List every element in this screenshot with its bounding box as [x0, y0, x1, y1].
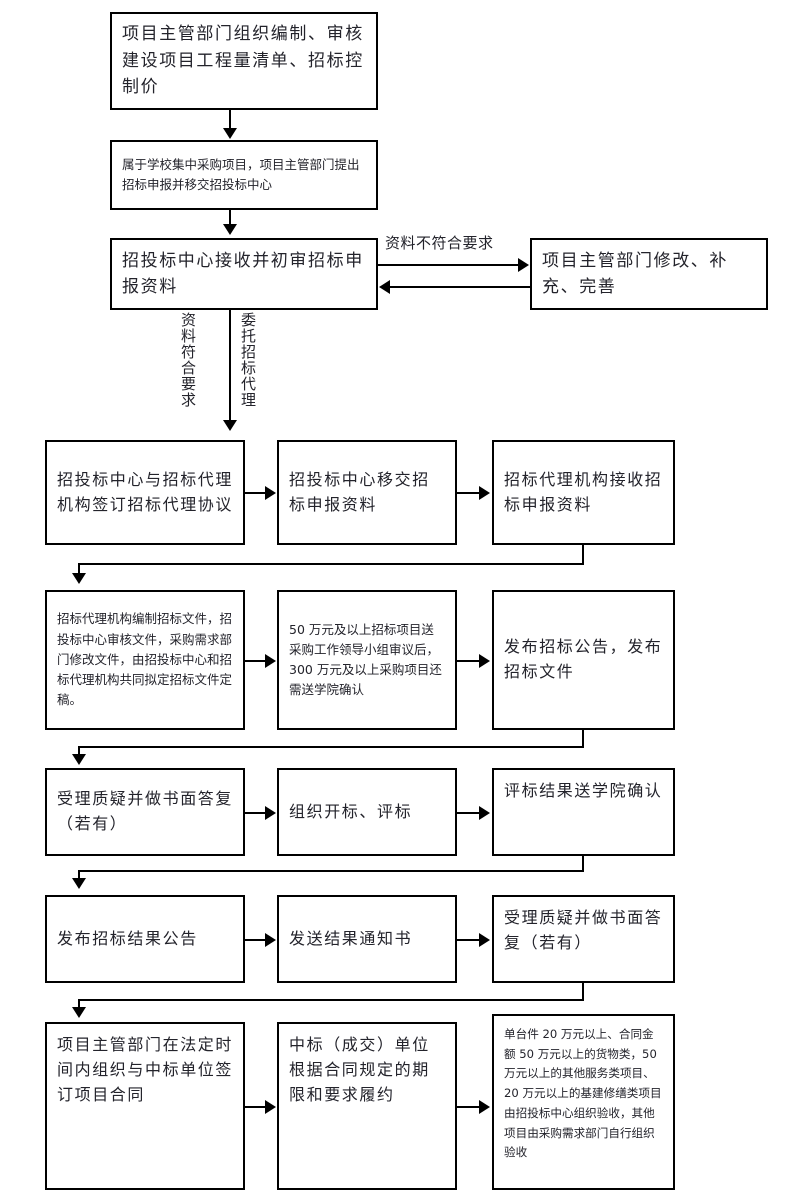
node-n8: 招标代理机构编制招标文件，招投标中心审核文件，采购需求部门修改文件，由招投标中心… [45, 590, 245, 730]
connector-n14-n15-arrow [265, 933, 276, 947]
node-n16: 受理质疑并做书面答复（若有） [492, 895, 675, 983]
node-n15: 发送结果通知书 [277, 895, 457, 983]
connector-n6-n7-line [457, 492, 481, 494]
node-n6-label: 招投标中心移交招标申报资料 [289, 469, 430, 514]
connector-n16-n17-v1 [582, 983, 584, 1001]
connector-n2-n3-arrow [223, 224, 237, 235]
connector-n1-n2-line [229, 110, 231, 134]
connector-n11-n12-arrow [265, 806, 276, 820]
connector-n13-n14-v2 [78, 870, 80, 884]
node-n17-label: 项目主管部门在法定时间内组织与中标单位签订项目合同 [57, 1035, 234, 1104]
connector-n17-n18-line [245, 1106, 267, 1108]
node-n18-label: 中标（成交）单位根据合同规定的期限和要求履约 [289, 1035, 430, 1104]
node-n10-label: 发布招标公告，发布招标文件 [504, 637, 663, 681]
node-n12: 组织开标、评标 [277, 768, 457, 856]
connector-n12-n13-line [457, 812, 481, 814]
node-n9-label: 50 万元及以上招标项目送采购工作领导小组审议后，300 万元及以上采购项目还需… [289, 621, 442, 698]
connector-n3-n5-line [229, 310, 231, 428]
connector-n13-n14-arrow [72, 878, 86, 889]
node-n18: 中标（成交）单位根据合同规定的期限和要求履约 [277, 1022, 457, 1190]
connector-n3-n4-arrow [518, 258, 529, 272]
connector-n9-n10-line [457, 660, 481, 662]
node-n16-label: 受理质疑并做书面答复（若有） [504, 908, 663, 952]
connector-n13-n14-v1 [582, 856, 584, 872]
connector-n10-n11-arrow [72, 754, 86, 765]
connector-n7-n8-arrow [72, 573, 86, 584]
connector-n5-n6-arrow [265, 486, 276, 500]
node-n12-label: 组织开标、评标 [289, 801, 413, 821]
node-n4-label: 项目主管部门修改、补充、完善 [542, 250, 728, 297]
node-n3-label: 招投标中心接收并初审招标申报资料 [122, 250, 364, 297]
node-n11: 受理质疑并做书面答复（若有） [45, 768, 245, 856]
connector-n9-n10-arrow [479, 654, 490, 668]
node-n4: 项目主管部门修改、补充、完善 [530, 238, 768, 310]
connector-n3-n5-arrow [223, 420, 237, 431]
connector-n7-n8-v1 [582, 545, 584, 565]
connector-n12-n13-arrow [479, 806, 490, 820]
connector-n14-n15-line [245, 939, 267, 941]
node-n7: 招标代理机构接收招标申报资料 [492, 440, 675, 545]
edge-label-delegate: 委托招标代理 [239, 312, 257, 408]
connector-n16-n17-h [78, 999, 584, 1001]
connector-n13-n14-h [78, 870, 584, 872]
node-n7-label: 招标代理机构接收招标申报资料 [504, 469, 663, 514]
edge-label-reject: 资料不符合要求 [385, 234, 494, 252]
node-n19: 单台件 20 万元以上、合同金额 50 万元以上的货物类，50 万元以上的其他服… [492, 1014, 675, 1190]
connector-n7-n8-v2 [78, 563, 80, 579]
node-n11-label: 受理质疑并做书面答复（若有） [57, 789, 234, 833]
connector-n16-n17-v2 [78, 999, 80, 1013]
edge-label-accept: 资料符合要求 [179, 312, 197, 408]
node-n2-label: 属于学校集中采购项目，项目主管部门提出招标申报并移交招投标中心 [122, 156, 360, 192]
connector-n4-n3-line [390, 286, 530, 288]
connector-n7-n8-h [78, 563, 584, 565]
connector-n8-n9-line [245, 660, 267, 662]
connector-n1-n2-arrow [223, 128, 237, 139]
node-n14: 发布招标结果公告 [45, 895, 245, 983]
node-n19-label: 单台件 20 万元以上、合同金额 50 万元以上的货物类，50 万元以上的其他服… [504, 1027, 662, 1160]
connector-n15-n16-arrow [479, 933, 490, 947]
node-n5-label: 招投标中心与招标代理机构签订招标代理协议 [57, 469, 234, 514]
connector-n17-n18-arrow [265, 1100, 276, 1114]
node-n1-label: 项目主管部门组织编制、审核建设项目工程量清单、招标控制价 [122, 24, 364, 98]
connector-n15-n16-line [457, 939, 481, 941]
node-n9: 50 万元及以上招标项目送采购工作领导小组审议后，300 万元及以上采购项目还需… [277, 590, 457, 730]
connector-n3-n4-line [378, 264, 520, 266]
connector-n10-n11-v2 [78, 746, 80, 760]
connector-n18-n19-arrow [479, 1100, 490, 1114]
connector-n8-n9-arrow [265, 654, 276, 668]
connector-n10-n11-v1 [582, 730, 584, 748]
node-n14-label: 发布招标结果公告 [57, 928, 198, 948]
node-n10: 发布招标公告，发布招标文件 [492, 590, 675, 730]
node-n1: 项目主管部门组织编制、审核建设项目工程量清单、招标控制价 [110, 12, 378, 110]
node-n15-label: 发送结果通知书 [289, 928, 413, 948]
connector-n10-n11-h [78, 746, 584, 748]
node-n3: 招投标中心接收并初审招标申报资料 [110, 238, 378, 310]
connector-n2-n3-line [229, 210, 231, 232]
node-n6: 招投标中心移交招标申报资料 [277, 440, 457, 545]
node-n2: 属于学校集中采购项目，项目主管部门提出招标申报并移交招投标中心 [110, 140, 378, 210]
node-n13: 评标结果送学院确认 [492, 768, 675, 856]
connector-n5-n6-line [245, 492, 267, 494]
node-n8-label: 招标代理机构编制招标文件，招投标中心审核文件，采购需求部门修改文件，由招投标中心… [57, 611, 233, 708]
connector-n18-n19-line [457, 1106, 481, 1108]
node-n13-label: 评标结果送学院确认 [504, 781, 663, 800]
node-n5: 招投标中心与招标代理机构签订招标代理协议 [45, 440, 245, 545]
connector-n4-n3-arrow [379, 280, 390, 294]
connector-n16-n17-arrow [72, 1007, 86, 1018]
connector-n11-n12-line [245, 812, 267, 814]
connector-n6-n7-arrow [479, 486, 490, 500]
node-n17: 项目主管部门在法定时间内组织与中标单位签订项目合同 [45, 1022, 245, 1190]
